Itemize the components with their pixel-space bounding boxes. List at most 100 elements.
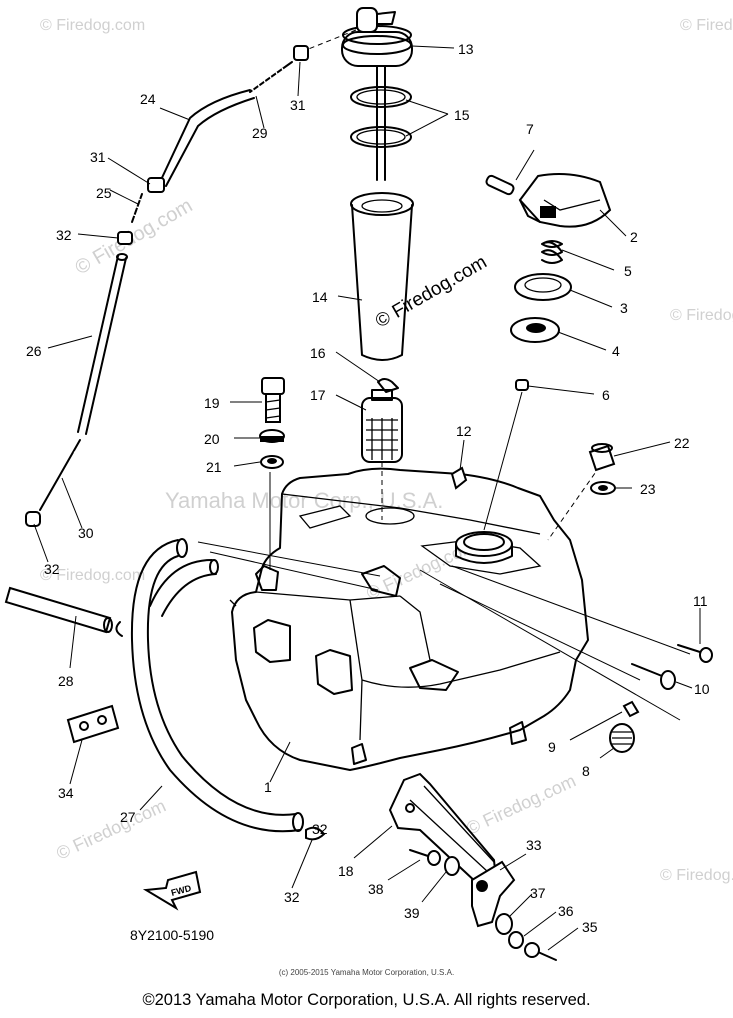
part-19-bolt bbox=[261, 377, 285, 423]
callout-31-top: 31 bbox=[290, 97, 306, 113]
watermark-firedog: © Firedog.com bbox=[463, 770, 579, 838]
callout-37: 37 bbox=[530, 885, 546, 901]
part-3-gasket bbox=[514, 273, 572, 301]
callout-1: 1 bbox=[264, 779, 272, 795]
fwd-arrow: FWD bbox=[142, 870, 202, 911]
part-38-screw bbox=[409, 849, 441, 866]
tank-filler-opening bbox=[455, 531, 513, 564]
callout-30: 30 bbox=[78, 525, 94, 541]
callout-2: 2 bbox=[630, 229, 638, 245]
part-28-tube bbox=[4, 586, 113, 634]
part-30-spring bbox=[39, 439, 83, 511]
part-32-clip-b bbox=[25, 511, 41, 527]
callout-28: 28 bbox=[58, 673, 74, 689]
callout-leaders bbox=[33, 45, 701, 951]
callout-labels: 1 2 3 4 5 6 7 8 9 10 11 12 13 14 15 16 1… bbox=[26, 41, 710, 943]
watermark-firedog: © Firedog.com bbox=[40, 567, 145, 584]
part-9-clip bbox=[622, 700, 640, 718]
callout-5: 5 bbox=[624, 263, 632, 279]
part-24-hose-outline-a bbox=[159, 89, 251, 183]
part-13-filter-cap bbox=[341, 7, 413, 67]
diagram-code: 8Y2100-5190 bbox=[130, 927, 214, 943]
callout-23: 23 bbox=[640, 481, 656, 497]
callout-25: 25 bbox=[96, 185, 112, 201]
part-21-grommet bbox=[260, 455, 284, 469]
watermark-firedog: © Firedog.com bbox=[670, 307, 733, 324]
copyright-notice: ©2013 Yamaha Motor Corporation, U.S.A. A… bbox=[142, 991, 591, 1009]
part-24-hose-outline-b bbox=[165, 97, 255, 187]
part-26-hose-b bbox=[85, 257, 127, 435]
part-31-fitting-mid bbox=[147, 177, 165, 193]
part-11-bolt bbox=[677, 644, 713, 663]
callout-11: 11 bbox=[693, 593, 708, 609]
watermark-firedog: © Firedog.com bbox=[40, 17, 145, 34]
part-37-collar bbox=[495, 913, 513, 935]
part-25-joint bbox=[130, 193, 145, 223]
part-39-washer bbox=[444, 856, 460, 876]
callout-36: 36 bbox=[558, 903, 574, 919]
part-34-bracket bbox=[66, 704, 120, 744]
part-16-clip bbox=[377, 378, 399, 393]
callout-14: 14 bbox=[312, 289, 328, 305]
part-5-spring bbox=[541, 240, 563, 264]
part-4-washer bbox=[510, 317, 560, 343]
callout-7: 7 bbox=[526, 121, 534, 137]
part-14-filler-tube bbox=[350, 192, 414, 361]
part-32-clip-c bbox=[305, 826, 326, 841]
callout-34: 34 bbox=[58, 785, 74, 801]
callout-9: 9 bbox=[548, 739, 556, 755]
callout-29: 29 bbox=[252, 125, 268, 141]
callout-22: 22 bbox=[674, 435, 690, 451]
callout-32-b: 32 bbox=[44, 561, 60, 577]
part-33-plate bbox=[471, 860, 516, 928]
part-23-collar bbox=[590, 481, 616, 495]
callout-33: 33 bbox=[526, 837, 542, 853]
callout-32-c: 32 bbox=[284, 889, 300, 905]
part-7-pin bbox=[485, 174, 515, 196]
part-26-hose-a bbox=[77, 255, 119, 433]
callout-17: 17 bbox=[310, 387, 326, 403]
callout-4: 4 bbox=[612, 343, 620, 359]
callout-13: 13 bbox=[458, 41, 474, 57]
callout-20: 20 bbox=[204, 431, 220, 447]
callout-19: 19 bbox=[204, 395, 220, 411]
callout-18: 18 bbox=[338, 863, 354, 879]
watermark-firedog-center: © Firedog.com bbox=[372, 252, 491, 333]
part-36-washer bbox=[508, 931, 524, 949]
part-20-washer bbox=[259, 429, 285, 443]
part-27-hose-outer bbox=[130, 539, 301, 833]
callout-15: 15 bbox=[454, 107, 470, 123]
part-1-fuel-tank bbox=[229, 467, 589, 771]
callout-6: 6 bbox=[602, 387, 610, 403]
part-15-clamps bbox=[350, 86, 412, 148]
part-6-nut bbox=[515, 379, 529, 391]
part-17-fuel-filter bbox=[361, 389, 403, 463]
callout-26: 26 bbox=[26, 343, 42, 359]
part-2-fuel-cap bbox=[518, 173, 612, 228]
part-8-damper bbox=[609, 723, 635, 753]
callout-38: 38 bbox=[368, 881, 384, 897]
callout-35: 35 bbox=[582, 919, 598, 935]
watermark-firedog: © Firedog.com bbox=[660, 867, 733, 884]
part-12-nut bbox=[450, 466, 468, 490]
watermark-firedog: © Firedog.com bbox=[53, 795, 169, 863]
callout-31-mid: 31 bbox=[90, 149, 106, 165]
callout-32-d: 32 bbox=[312, 821, 328, 837]
watermark-firedog: © Firedog.com bbox=[72, 195, 197, 280]
part-27-hose-inner bbox=[146, 555, 297, 816]
callout-10: 10 bbox=[694, 681, 710, 697]
part-32-clip-a bbox=[117, 231, 133, 245]
part-10-bolt bbox=[631, 663, 676, 690]
callout-8: 8 bbox=[582, 763, 590, 779]
part-29-spring bbox=[249, 61, 293, 97]
callout-32-a: 32 bbox=[56, 227, 72, 243]
small-copyright: (c) 2005-2015 Yamaha Motor Corporation, … bbox=[278, 968, 455, 977]
part-35-bolt bbox=[524, 942, 557, 961]
callout-16: 16 bbox=[310, 345, 326, 361]
callout-24: 24 bbox=[140, 91, 156, 107]
callout-39: 39 bbox=[404, 905, 420, 921]
callout-27: 27 bbox=[120, 809, 136, 825]
callout-21: 21 bbox=[206, 459, 222, 475]
part-31-fitting-top bbox=[293, 45, 309, 61]
